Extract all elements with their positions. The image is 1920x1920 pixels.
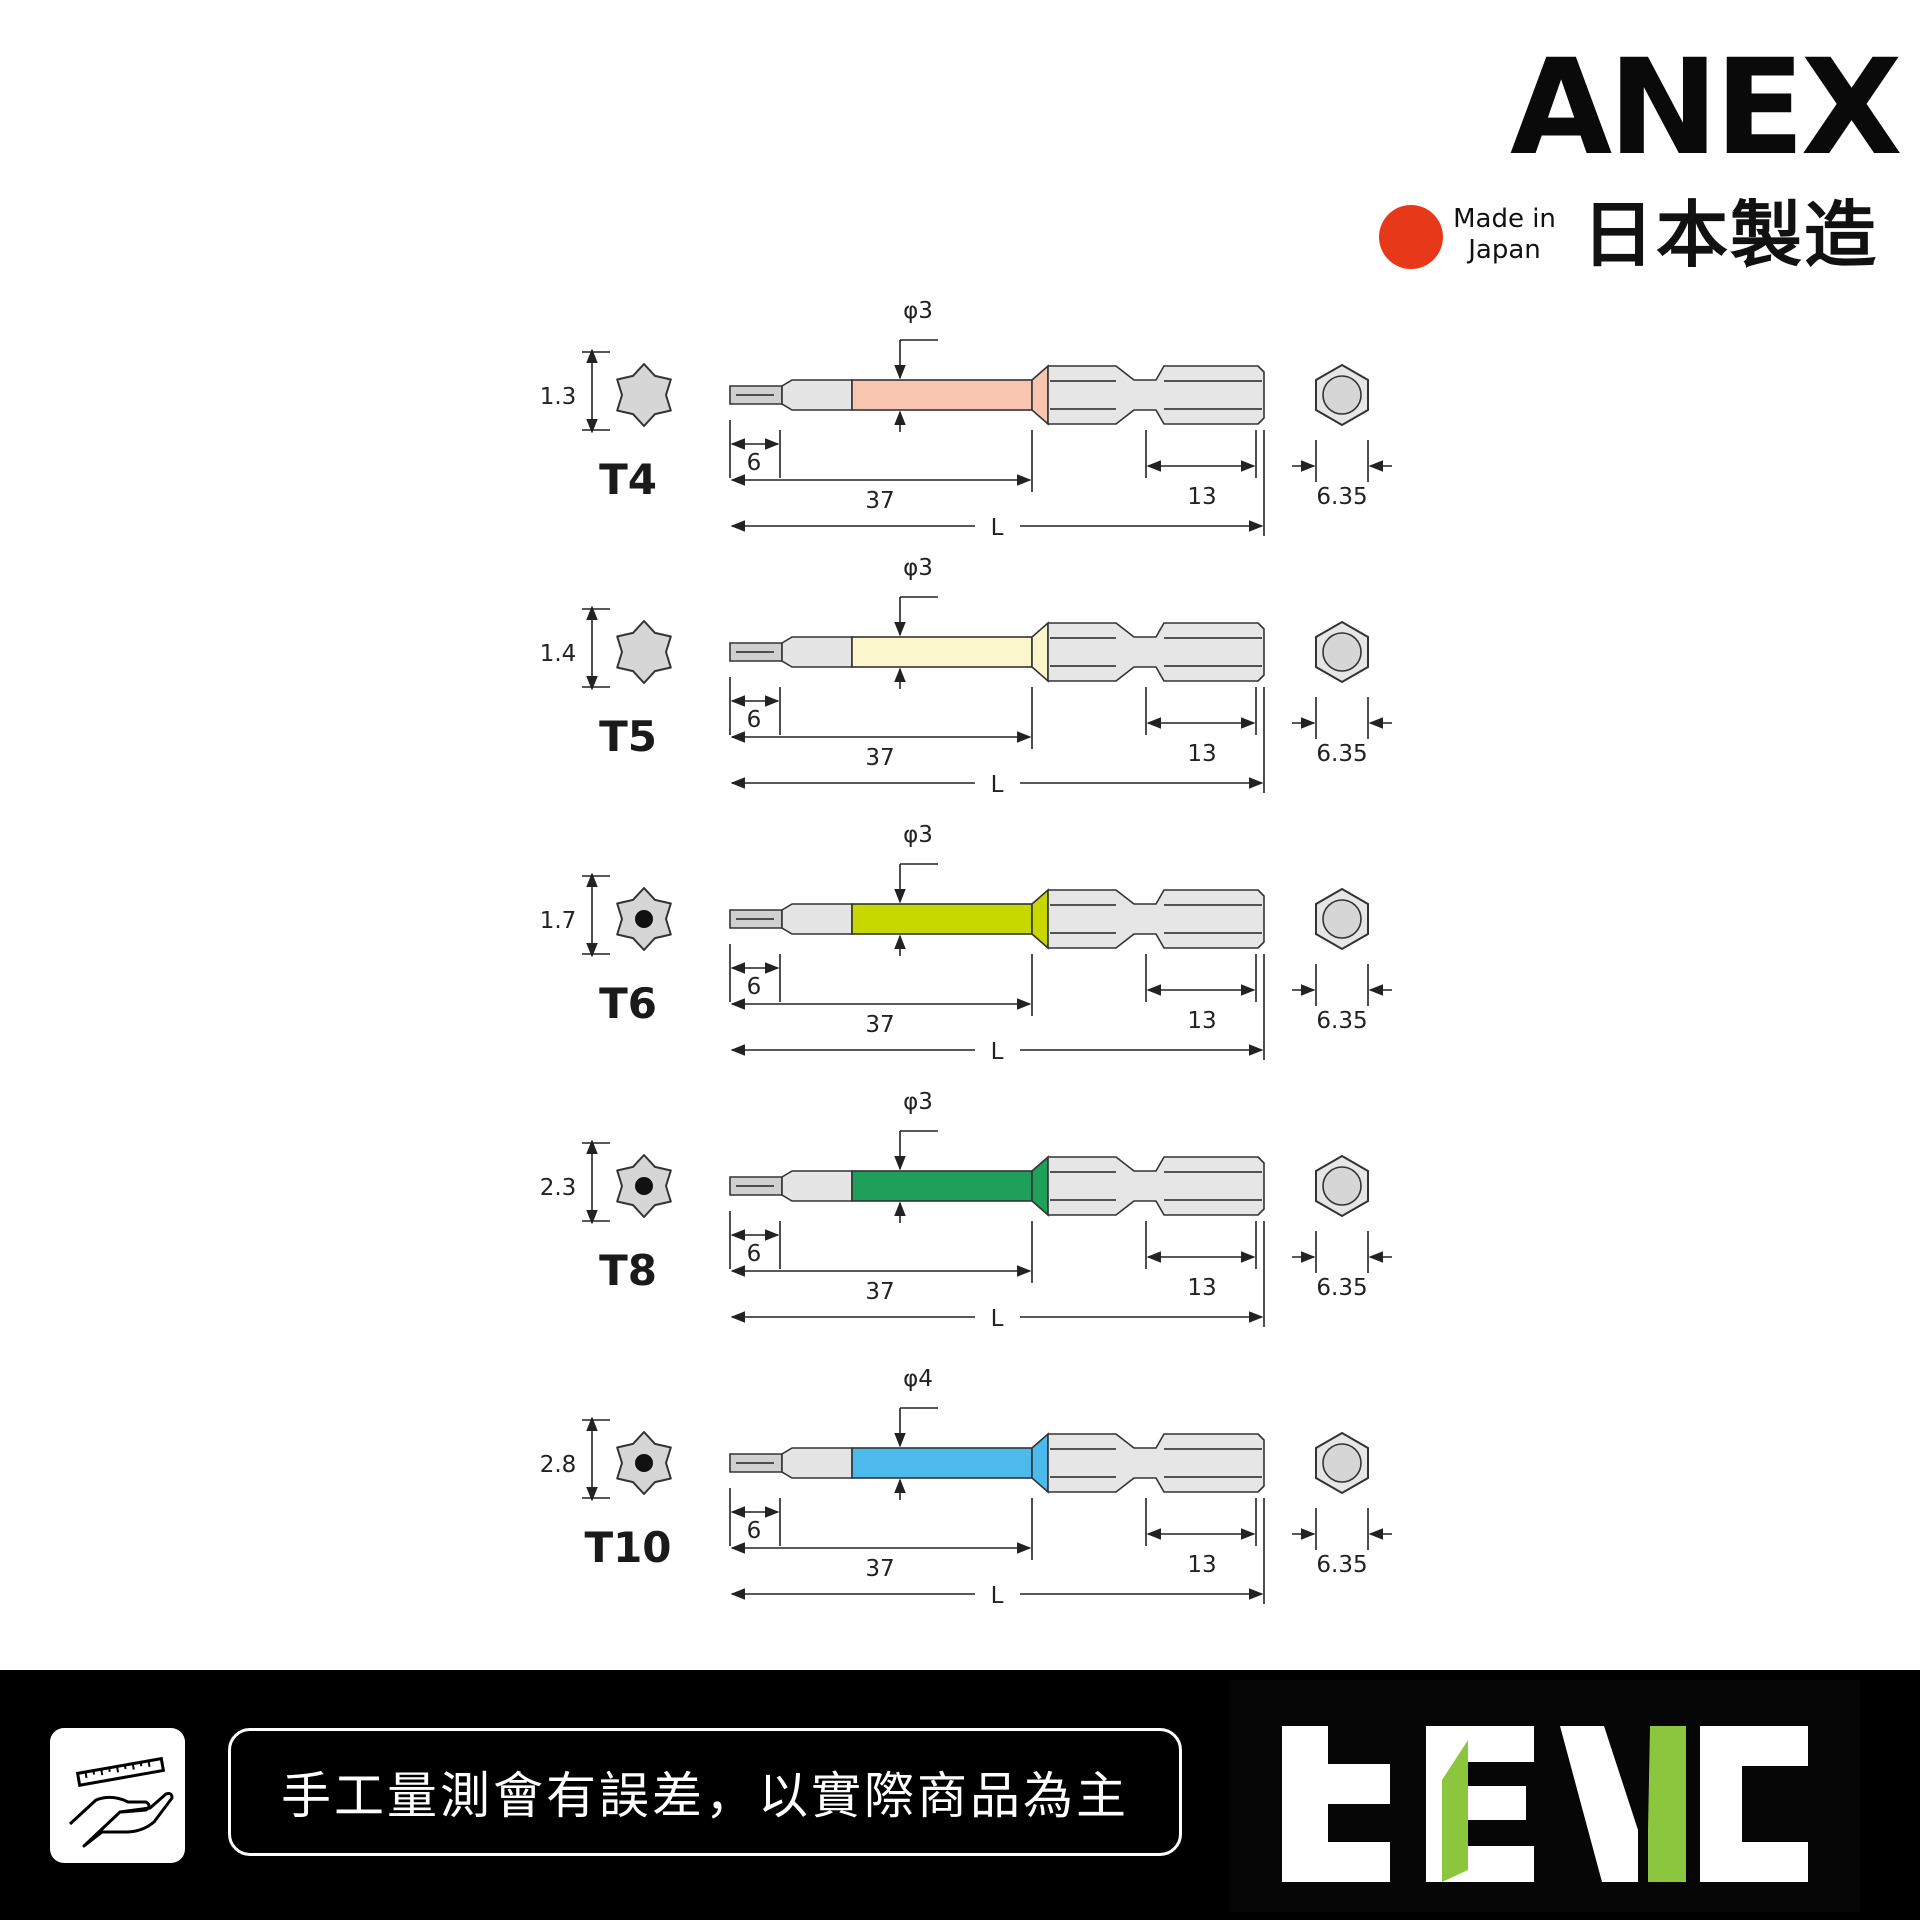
tip-size-label: 2.8 [540,1452,577,1478]
color-band [851,1170,1033,1202]
store-logo [1230,1680,1860,1912]
bit-neck [781,1170,853,1202]
disclaimer-box: 手工量測會有誤差，以實際商品為主 [228,1728,1182,1856]
hex-length-label: 13 [1187,1008,1216,1034]
bit-neck [781,903,853,935]
tip-length-label: 6 [747,1241,762,1267]
color-band [851,1447,1033,1479]
color-band [851,903,1033,935]
hex-length-label: 13 [1187,484,1216,510]
measure-hand-icon [50,1728,185,1863]
neck-length-label: 37 [865,1556,894,1582]
color-band-flare [1031,1155,1049,1217]
shaft-diameter-label: φ3 [903,298,933,324]
bit-neck [781,636,853,668]
tamper-pin-icon [635,910,653,928]
disclaimer-text: 手工量測會有誤差，以實際商品為主 [281,1767,1129,1825]
tip-size-label: 1.4 [540,641,577,667]
model-label: T10 [584,1523,671,1572]
model-label: T4 [599,455,657,504]
hex-width-label: 6.35 [1316,1008,1367,1034]
bit-neck [781,379,853,411]
color-band-flare [1031,888,1049,950]
tamper-pin-icon [635,1177,653,1195]
overall-length-label: L [991,772,1004,798]
model-label: T5 [599,712,657,761]
color-band [851,636,1033,668]
color-band-flare [1031,621,1049,683]
tip-length-label: 6 [747,1518,762,1544]
hex-length-label: 13 [1187,741,1216,767]
shaft-diameter-label: φ3 [903,555,933,581]
hex-shank [1047,1433,1265,1493]
footer-bar: 手工量測會有誤差，以實際商品為主 [0,1670,1920,1920]
hex-end-circle [1322,899,1362,939]
hex-shank [1047,622,1265,682]
torx-profile-icon [616,620,672,684]
hex-end-circle [1322,1443,1362,1483]
tip-length-label: 6 [747,707,762,733]
header: ANEX Made in Japan 日本製造 [0,0,1920,290]
hex-width-label: 6.35 [1316,484,1367,510]
tip-size-label: 1.3 [540,384,577,410]
hex-shank [1047,889,1265,949]
hex-width-label: 6.35 [1316,1275,1367,1301]
made-in-label: Made in [1453,204,1556,234]
bit-row-t8: 2.3T8 φ3 6 37 13L 6.35 [540,1089,1392,1332]
bit-row-t6: 1.7T6 φ3 6 37 13L 6.35 [540,822,1392,1065]
hex-end-circle [1322,632,1362,672]
hex-length-label: 13 [1187,1552,1216,1578]
torx-profile-icon [616,363,672,427]
shaft-diameter-label: φ3 [903,1089,933,1115]
hex-shank [1047,365,1265,425]
neck-length-label: 37 [865,745,894,771]
bit-row-t4: 1.3T4 φ3 6 37 13L 6.35 [540,298,1392,541]
hex-length-label: 13 [1187,1275,1216,1301]
shaft-diameter-label: φ3 [903,822,933,848]
overall-length-label: L [991,1039,1004,1065]
bit-row-t5: 1.4T5 φ3 6 37 13L 6.35 [540,555,1392,798]
bit-neck [781,1447,853,1479]
overall-length-label: L [991,515,1004,541]
hex-width-label: 6.35 [1316,1552,1367,1578]
japan-flag-icon [1379,205,1443,269]
color-band [851,379,1033,411]
overall-length-label: L [991,1583,1004,1609]
tip-size-label: 1.7 [540,908,577,934]
hex-end-circle [1322,375,1362,415]
japan-label: Japan [1468,235,1541,265]
overall-length-label: L [991,1306,1004,1332]
made-in-japan-cjk: 日本製造 [1581,193,1878,277]
color-band-flare [1031,364,1049,426]
neck-length-label: 37 [865,488,894,514]
shaft-diameter-label: φ4 [903,1366,933,1392]
neck-length-label: 37 [865,1279,894,1305]
model-label: T6 [599,979,657,1028]
brand-logo: ANEX [1510,31,1903,185]
hex-shank [1047,1156,1265,1216]
color-band-flare [1031,1432,1049,1494]
neck-length-label: 37 [865,1012,894,1038]
tip-length-label: 6 [747,974,762,1000]
tamper-pin-icon [635,1454,653,1472]
hex-width-label: 6.35 [1316,741,1367,767]
tip-length-label: 6 [747,450,762,476]
tip-size-label: 2.3 [540,1175,577,1201]
model-label: T8 [599,1246,657,1295]
hex-end-circle [1322,1166,1362,1206]
